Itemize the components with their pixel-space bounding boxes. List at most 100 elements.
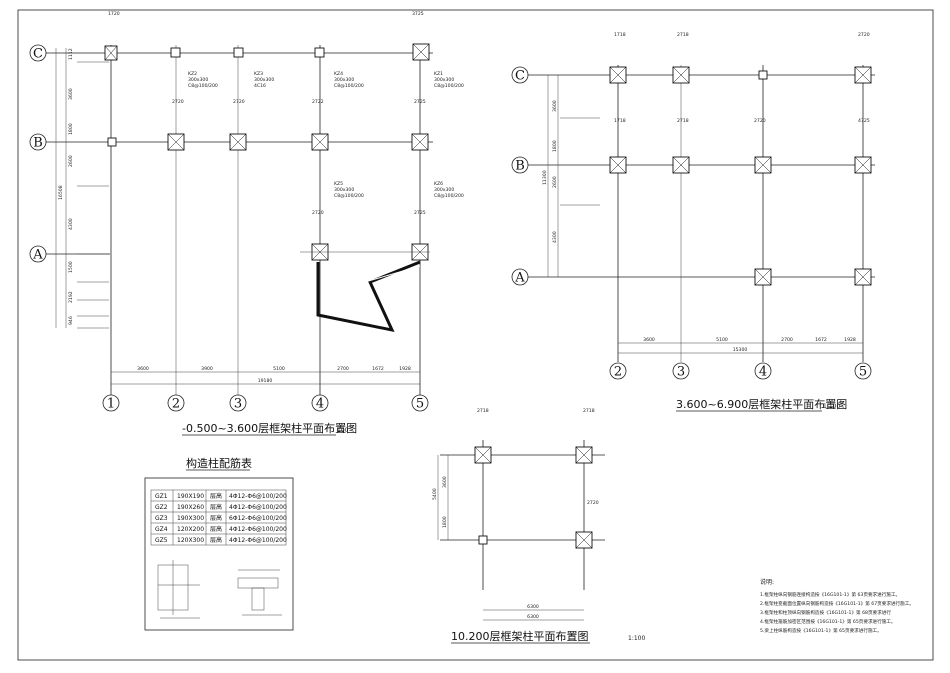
plan-3-scale: 1:100: [628, 635, 645, 642]
column-p2-c4: [758, 70, 768, 80]
column-label: KZ4: [334, 71, 343, 77]
dim-side: 1800: [442, 516, 448, 528]
axis-label-2: 2: [172, 397, 180, 412]
column-spec: 300x300: [434, 187, 454, 193]
dim-side-total: 16508: [58, 185, 64, 200]
table-cell: 120X300: [177, 537, 204, 544]
dim-mark: 2720: [858, 32, 870, 38]
note-item: 5.梁上柱纵筋构造按《16G101-1》第 65页要求进行施工。: [760, 627, 882, 634]
table-cell: 4Φ12-Φ6@100/200: [229, 504, 287, 511]
table-cell: GZ1: [155, 493, 168, 500]
dim-side: 2600: [552, 176, 558, 188]
dim-bay: 6300: [527, 604, 539, 610]
dim-side: 1112: [68, 48, 74, 60]
table-cell: 层高: [210, 536, 222, 544]
table-cell: 4Φ12-Φ6@100/200: [229, 526, 287, 533]
column-label: KZ6: [434, 181, 443, 187]
dim-bay: 2700: [781, 337, 793, 343]
dim-bay: 1928: [399, 366, 411, 372]
column-spec: 300x300: [188, 77, 208, 83]
column-c1: [104, 45, 118, 61]
column-p2-c3: [672, 66, 690, 84]
dim-mark: 2720: [587, 500, 599, 506]
note-item: 2.框架柱变截面位置纵向钢筋构造按《16G101-1》第 67页要求进行施工。: [760, 600, 914, 607]
column-label: KZ3: [254, 71, 263, 77]
column-c3: [233, 47, 244, 58]
dim-side: 4300: [68, 218, 74, 230]
axis-label-a: A: [514, 271, 525, 286]
dim-mark: 2720: [233, 99, 245, 105]
axis-label-5: 5: [416, 397, 424, 412]
note-item: 4.框架柱箍筋加密区范围按《16G101-1》第 65页要求进行施工。: [760, 618, 896, 625]
dim-side-total: 11300: [542, 170, 548, 185]
axis-label-3: 3: [234, 397, 242, 412]
column-b4: [311, 133, 329, 151]
column-p3-1: [474, 446, 492, 464]
axis-label-c: C: [515, 69, 525, 84]
column-b2: [167, 133, 185, 151]
column-b5: [411, 133, 429, 151]
dim-mark: 2718: [583, 408, 595, 414]
table-cell: 层高: [210, 514, 222, 522]
dim-side: 2600: [68, 155, 74, 167]
dim-side: 2192: [68, 291, 74, 303]
dim-top: 3725: [412, 11, 424, 17]
table-cell: GZ4: [155, 526, 168, 533]
table-cell: 120X200: [177, 526, 204, 533]
table-cell: 层高: [210, 492, 222, 500]
axis-label-a: A: [32, 248, 43, 263]
dim-side: 3600: [552, 100, 558, 112]
axis-label-3: 3: [677, 365, 685, 380]
column-spec: 300x300: [434, 77, 454, 83]
column-c4: [314, 47, 325, 58]
plan-1: C B A 1112 3600 1800 260: [29, 11, 464, 436]
column-c5: [412, 43, 430, 61]
column-label: KZ5: [334, 181, 343, 187]
plan-1-title: -0.500~3.600层框架柱平面布置图: [182, 421, 357, 435]
dim-bay: 5100: [273, 366, 285, 372]
row-axis-c: C: [29, 44, 433, 62]
plan-2-title: 3.600~6.900层框架柱平面布置图: [676, 397, 847, 411]
column-p3-2: [575, 446, 593, 464]
note-item: 1.框架柱纵向钢筋连接构造按《16G101-1》第 63页要求进行施工。: [760, 591, 900, 598]
table-cell: 190X190: [177, 493, 204, 500]
table-cell: 190X260: [177, 504, 204, 511]
column-p2-c2: [609, 66, 627, 84]
dim-side: 1800: [552, 140, 558, 152]
axis-label-b: B: [515, 159, 525, 174]
dim-bay: 3600: [643, 337, 655, 343]
table-cell: 层高: [210, 503, 222, 511]
dim-bay: 5100: [716, 337, 728, 343]
dim-total: 15300: [733, 347, 748, 353]
column-p2-c5: [854, 66, 872, 84]
column-spec: C8@100/200: [334, 193, 364, 199]
column-c2: [170, 47, 181, 58]
column-p2-a5: [854, 268, 872, 286]
sheet-border: [17, 9, 934, 661]
table-cell: GZ5: [155, 537, 168, 544]
dim-total: 19180: [258, 378, 273, 384]
plan-2: C B A 3600 1800 11300 2600 4300 1718 271…: [511, 32, 875, 412]
column-spec: 300x300: [254, 77, 274, 83]
dim-side: 4300: [552, 231, 558, 243]
dim-mark: 2720: [312, 210, 324, 216]
plan-3: 3600 5400 1800 2718 2718 2720 6300 6300 …: [432, 408, 645, 644]
dim-top: 1720: [108, 11, 120, 17]
dim-mark: 2718: [677, 118, 689, 124]
axis-label-b: B: [33, 136, 43, 151]
column-p3-3: [478, 535, 488, 545]
table-title: 构造柱配筋表: [186, 456, 252, 470]
column-p2-b3: [672, 156, 690, 174]
dim-bay: 2700: [337, 366, 349, 372]
notes-heading: 说明:: [760, 578, 774, 586]
plan-1-scale: 100: [337, 427, 349, 434]
dim-bay: 3900: [201, 366, 213, 372]
plan-2-scale: 1:100: [823, 403, 840, 410]
column-label: KZ2: [188, 71, 197, 77]
axis-label-4: 4: [316, 397, 324, 412]
column-p2-b4: [754, 156, 772, 174]
column-spec: C8@100/200: [188, 83, 218, 89]
note-item: 3.框架柱和柱顶纵向钢筋构造按《16G101-1》第 68页要求进行: [760, 609, 891, 616]
dim-side-total: 5400: [432, 488, 438, 500]
